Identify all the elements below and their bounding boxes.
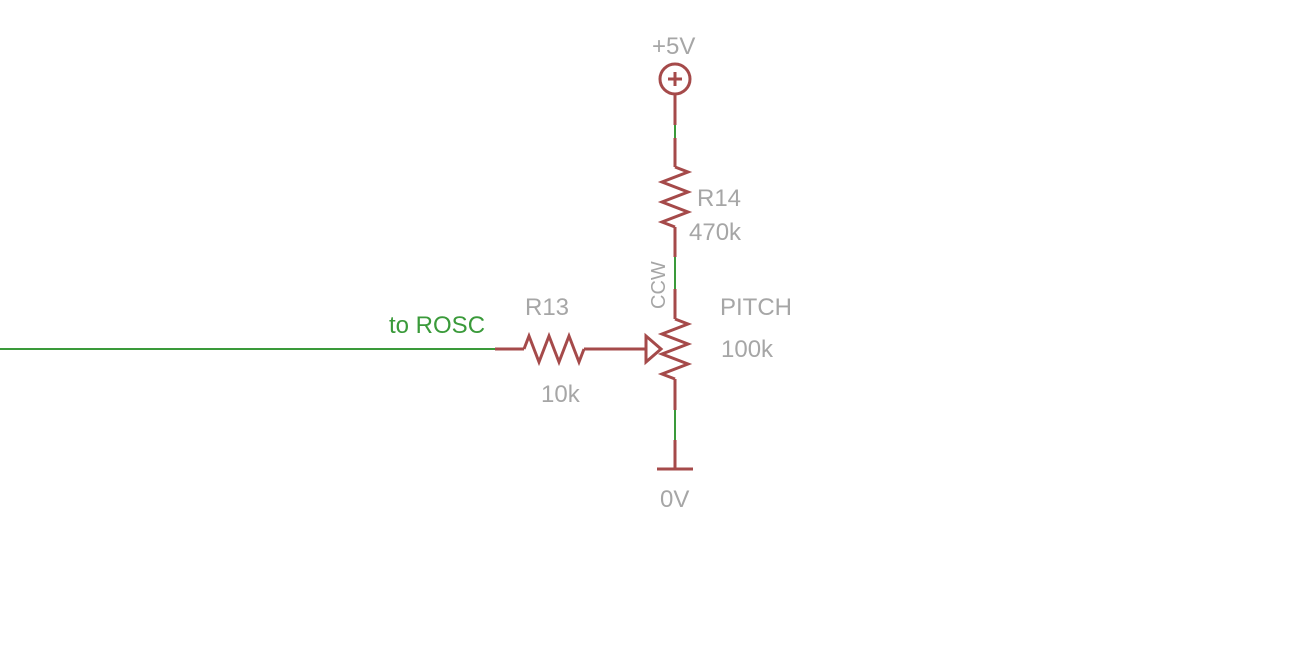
r13-value-label: 10k — [541, 381, 581, 408]
pot-name-label: PITCH — [720, 294, 792, 321]
pot-value-label: 100k — [721, 336, 774, 363]
r13-name-label: R13 — [525, 294, 569, 321]
r14-value-label: 470k — [689, 219, 742, 246]
resistor-r13 — [495, 331, 646, 367]
pot-pin-label-ccw: CCW — [648, 261, 670, 309]
resistor-r14 — [657, 138, 693, 257]
net-label-to-rosc: to ROSC — [389, 312, 485, 339]
supply-symbol — [658, 62, 692, 125]
r14-name-label: R14 — [697, 185, 741, 212]
ground-symbol — [657, 440, 693, 471]
ground-label: 0V — [660, 486, 689, 513]
supply-label: +5V — [652, 33, 695, 60]
